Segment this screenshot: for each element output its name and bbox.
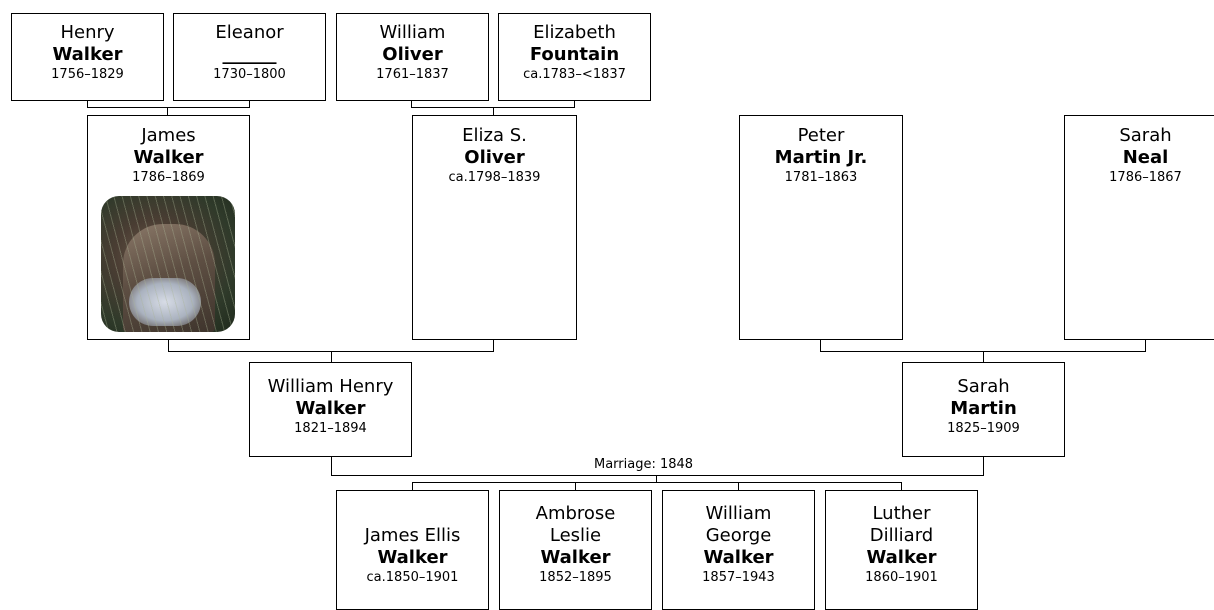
connector-line: [983, 351, 984, 363]
given-name: Luther: [872, 503, 931, 524]
connector-line: [168, 339, 169, 352]
person-card-sarah-neal[interactable]: Sarah Neal 1786–1867: [1064, 115, 1214, 340]
grass-overlay: [101, 196, 235, 332]
surname: Martin: [950, 398, 1017, 419]
connector-line: [1145, 339, 1146, 352]
life-dates: 1821–1894: [294, 421, 367, 436]
person-card-luther-dilliard-walker[interactable]: Luther Dilliard Walker 1860–1901: [825, 490, 978, 610]
connector-line: [983, 456, 984, 476]
connector-line: [331, 456, 332, 476]
surname: Walker: [133, 147, 204, 168]
life-dates: 1852–1895: [539, 570, 612, 585]
surname: Walker: [866, 547, 937, 568]
surname: Fountain: [529, 44, 620, 65]
given-name: Sarah: [957, 376, 1010, 397]
surname: Walker: [703, 547, 774, 568]
surname: Neal: [1122, 147, 1169, 168]
life-dates: 1781–1863: [784, 170, 858, 185]
given-name: William Henry: [267, 376, 394, 397]
surname: Oliver: [464, 147, 525, 168]
person-card-ambrose-leslie-walker[interactable]: Ambrose Leslie Walker 1852–1895: [499, 490, 652, 610]
middle-name: Leslie: [549, 525, 602, 546]
connector-line: [331, 351, 332, 363]
surname: Walker: [540, 547, 611, 568]
life-dates: 1857–1943: [702, 570, 775, 585]
connector-line: [575, 482, 576, 491]
person-card-elizabeth-fountain[interactable]: Elizabeth Fountain ca.1783–<1837: [498, 13, 651, 101]
connector-line: [656, 475, 657, 483]
gravestone-highlight: [129, 278, 201, 326]
life-dates: 1756–1829: [51, 67, 124, 82]
connector-line: [820, 339, 821, 352]
life-dates: ca.1850–1901: [366, 570, 459, 585]
connector-line: [901, 482, 902, 491]
life-dates: ca.1798–1839: [448, 170, 541, 185]
surname: Walker: [295, 398, 366, 419]
given-name: William: [379, 22, 446, 43]
middle-name: Dilliard: [869, 525, 934, 546]
given-name: Sarah: [1119, 125, 1172, 146]
middle-name: George: [705, 525, 772, 546]
surname: Walker: [52, 44, 123, 65]
person-card-james-walker[interactable]: James Walker 1786–1869: [87, 115, 250, 340]
connector-line: [412, 482, 413, 491]
connector-line: [493, 339, 494, 352]
connector-line: [87, 100, 88, 108]
person-card-william-george-walker[interactable]: William George Walker 1857–1943: [662, 490, 815, 610]
connector-line: [411, 100, 412, 108]
connector-line: [87, 107, 250, 108]
person-card-eleanor[interactable]: Eleanor ______ 1730–1800: [173, 13, 326, 101]
given-name: Henry: [60, 22, 115, 43]
connector-line: [167, 107, 168, 116]
life-dates: 1786–1869: [132, 170, 205, 185]
life-dates: 1825–1909: [947, 421, 1020, 436]
life-dates: 1860–1901: [865, 570, 938, 585]
surname: Oliver: [382, 44, 443, 65]
surname: Martin Jr.: [774, 147, 868, 168]
connector-line: [738, 482, 739, 491]
given-name: Eleanor: [215, 22, 284, 43]
connector-line: [493, 107, 494, 116]
given-name: James: [141, 125, 196, 146]
children-line: [412, 482, 902, 483]
connector-line: [249, 100, 250, 108]
life-dates: 1786–1867: [1109, 170, 1182, 185]
surname: Walker: [377, 547, 448, 568]
person-card-william-oliver[interactable]: William Oliver 1761–1837: [336, 13, 489, 101]
person-card-henry-walker[interactable]: Henry Walker 1756–1829: [11, 13, 164, 101]
given-name: Ambrose: [535, 503, 616, 524]
given-name: James Ellis: [364, 525, 461, 546]
gravestone-photo[interactable]: [101, 196, 235, 332]
marriage-line: [331, 475, 984, 476]
connector-line: [574, 100, 575, 108]
marriage-label: Marriage: 1848: [592, 457, 696, 473]
person-card-james-ellis-walker[interactable]: James Ellis Walker ca.1850–1901: [336, 490, 489, 610]
person-card-eliza-oliver[interactable]: Eliza S. Oliver ca.1798–1839: [412, 115, 577, 340]
surname: ______: [222, 44, 277, 65]
given-name: Peter: [797, 125, 845, 146]
person-card-peter-martin[interactable]: Peter Martin Jr. 1781–1863: [739, 115, 903, 340]
given-name: Eliza S.: [462, 125, 527, 146]
life-dates: ca.1783–<1837: [523, 67, 626, 82]
given-name: William: [705, 503, 772, 524]
person-card-sarah-martin[interactable]: Sarah Martin 1825–1909: [902, 362, 1065, 457]
life-dates: 1761–1837: [376, 67, 449, 82]
person-card-william-henry-walker[interactable]: William Henry Walker 1821–1894: [249, 362, 412, 457]
life-dates: 1730–1800: [213, 67, 286, 82]
given-name: Elizabeth: [533, 22, 616, 43]
